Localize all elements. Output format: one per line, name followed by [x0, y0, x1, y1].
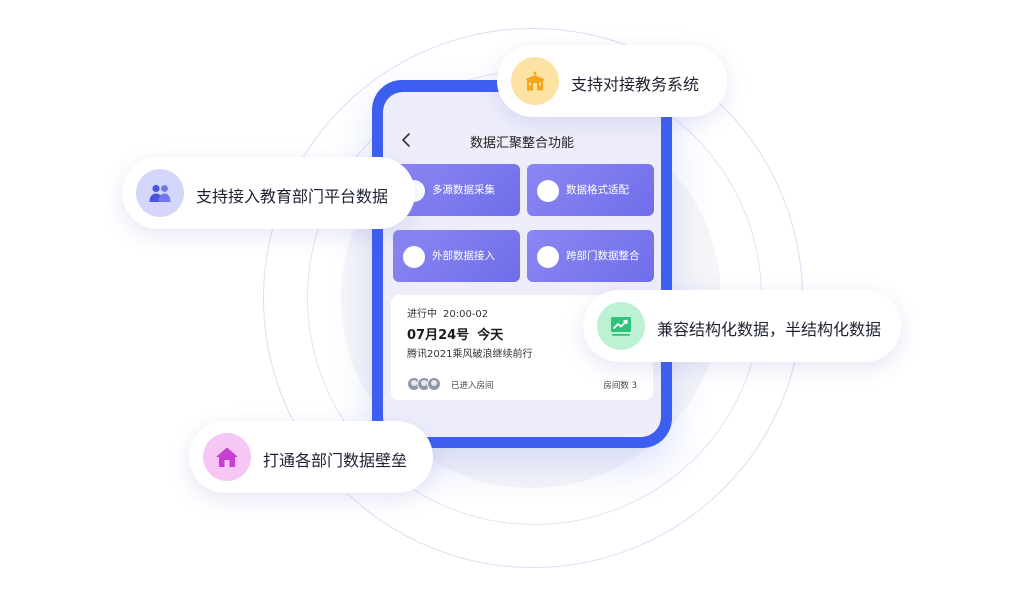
- session-status-line: 进行中 20:00-02: [407, 305, 494, 320]
- tile-label: 跨部门数据整合: [566, 250, 640, 262]
- tablet-screen: 数据汇聚整合功能 多源数据采集 数据格式适配 外部数据接入 跨部门数据整合 进行…: [383, 92, 661, 437]
- session-date: 07月24号: [407, 328, 470, 343]
- feature-pill-break-barriers: 打通各部门数据壁垒: [189, 421, 433, 493]
- tile-external-access[interactable]: 外部数据接入: [393, 230, 520, 282]
- tile-format-adaptation[interactable]: 数据格式适配: [527, 164, 654, 216]
- session-subtitle: 腾讯2021乘风破浪继续前行: [407, 349, 533, 360]
- session-time: 20:00-02: [443, 309, 489, 320]
- tile-label: 数据格式适配: [566, 184, 629, 196]
- chart-trend-icon: [597, 302, 645, 350]
- feature-pill-academic-system: 支持对接教务系统: [497, 45, 727, 117]
- tile-circle-icon: [537, 246, 559, 268]
- entered-room-label: 已进入房间: [451, 381, 494, 391]
- room-count: 房间数 3: [603, 381, 637, 391]
- tile-cross-department-integration[interactable]: 跨部门数据整合: [527, 230, 654, 282]
- home-icon: [203, 433, 251, 481]
- session-day: 今天: [477, 328, 504, 343]
- avatar-group: [407, 377, 447, 391]
- avatar: [427, 377, 441, 391]
- tile-label: 外部数据接入: [432, 250, 495, 262]
- users-icon: [136, 169, 184, 217]
- tile-circle-icon: [537, 180, 559, 202]
- page-indicator: [625, 425, 649, 437]
- session-date-line: 07月24号今天: [407, 324, 511, 343]
- feature-pill-education-platform: 支持接入教育部门平台数据: [122, 157, 415, 229]
- feature-label: 支持对接教务系统: [571, 75, 700, 94]
- screen-title: 数据汇聚整合功能: [469, 136, 574, 151]
- feature-label: 支持接入教育部门平台数据: [196, 187, 389, 206]
- tile-circle-icon: [403, 246, 425, 268]
- screen-nav-bar: 数据汇聚整合功能: [383, 128, 661, 152]
- feature-pill-data-compatibility: 兼容结构化数据，半结构化数据: [583, 290, 901, 362]
- tile-label: 多源数据采集: [432, 184, 495, 196]
- back-arrow-icon[interactable]: [401, 132, 411, 148]
- feature-label: 兼容结构化数据，半结构化数据: [657, 320, 882, 339]
- session-status: 进行中: [407, 309, 437, 320]
- feature-label: 打通各部门数据壁垒: [263, 451, 408, 470]
- school-building-icon: [511, 57, 559, 105]
